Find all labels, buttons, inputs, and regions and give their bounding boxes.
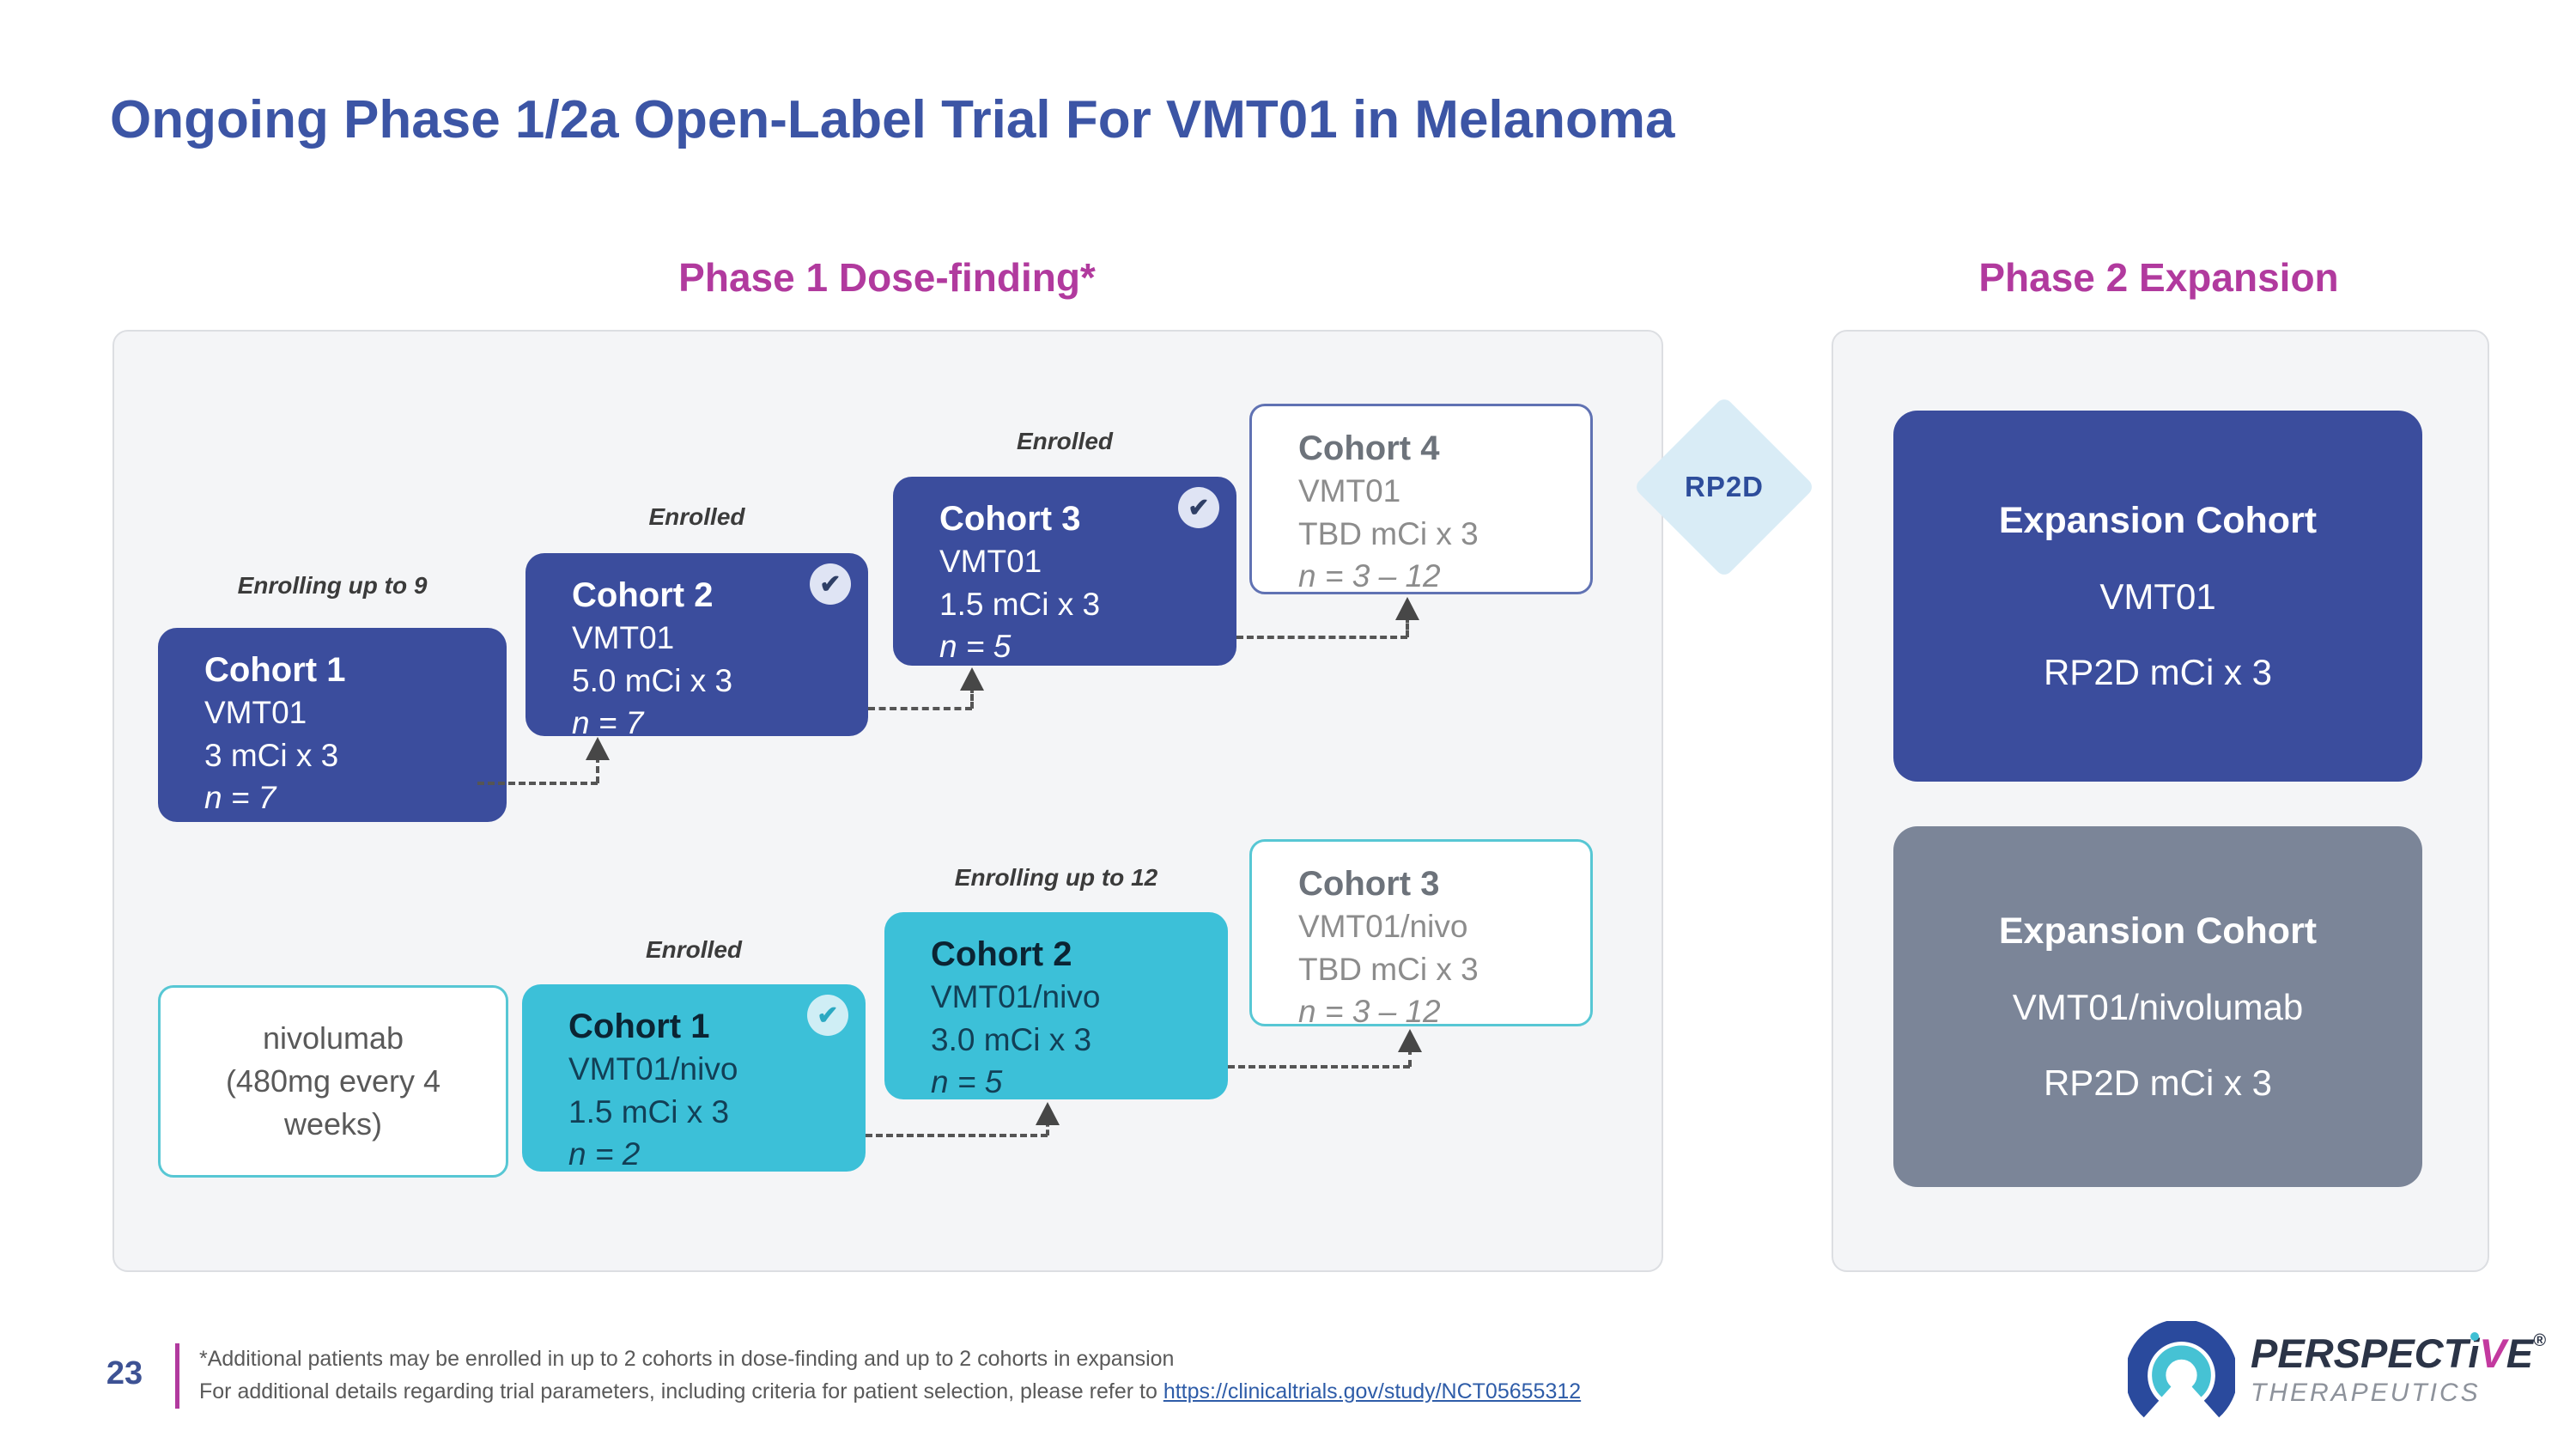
logo-arc-icon bbox=[2128, 1321, 2235, 1418]
arrow-mono-3-4-vertical bbox=[1406, 616, 1409, 637]
combo-cohort1-box: ✔ Cohort 1 VMT01/nivo 1.5 mCi x 3 n = 2 bbox=[522, 984, 866, 1172]
cohort-n: n = 5 bbox=[931, 1064, 1003, 1100]
phase2-header: Phase 2 Expansion bbox=[1978, 255, 2339, 300]
footnote-line2: For additional details regarding trial p… bbox=[199, 1379, 2002, 1404]
cohort-name: Cohort 2 bbox=[572, 576, 714, 614]
cohort-drug: VMT01/nivo bbox=[1298, 909, 1468, 944]
expansion-dose: RP2D mCi x 3 bbox=[2043, 652, 2273, 693]
footnote-line1: *Additional patients may be enrolled in … bbox=[199, 1347, 1175, 1371]
page-number: 23 bbox=[106, 1355, 143, 1391]
cohort-dose: TBD mCi x 3 bbox=[1298, 951, 1479, 987]
arrow-combo-2-3-vertical bbox=[1408, 1048, 1412, 1067]
mono-cohort1-box: Cohort 1 VMT01 3 mCi x 3 n = 7 bbox=[158, 628, 507, 822]
status-label-combo-cohort1: Enrolled bbox=[645, 936, 742, 963]
brand-subtitle: THERAPEUTICS bbox=[2251, 1379, 2481, 1407]
check-icon: ✔ bbox=[1178, 487, 1219, 528]
mono-cohort4-box: Cohort 4 VMT01 TBD mCi x 3 n = 3 – 12 bbox=[1249, 404, 1593, 594]
cohort-drug: VMT01/nivo bbox=[568, 1051, 738, 1087]
arrow-mono-2-3-vertical bbox=[970, 686, 974, 709]
check-icon: ✔ bbox=[807, 995, 848, 1036]
nivolumab-box: nivolumab (480mg every 4 weeks) bbox=[158, 985, 508, 1178]
arrow-mono-3-4-head bbox=[1395, 597, 1419, 620]
cohort-n: n = 2 bbox=[568, 1136, 641, 1172]
arrow-mono-1-2-horizontal bbox=[477, 782, 598, 785]
registered-mark: ® bbox=[2533, 1331, 2546, 1350]
cohort-name: Cohort 3 bbox=[939, 500, 1081, 538]
cohort-dose: 3.0 mCi x 3 bbox=[931, 1021, 1092, 1057]
status-label-mono-cohort3: Enrolled bbox=[1016, 428, 1113, 454]
arrow-combo-2-3-head bbox=[1398, 1029, 1422, 1052]
cohort-dose: 5.0 mCi x 3 bbox=[572, 662, 733, 698]
footer-divider bbox=[175, 1343, 179, 1409]
check-icon: ✔ bbox=[810, 563, 851, 605]
cohort-drug: VMT01 bbox=[939, 544, 1042, 579]
phase1-header: Phase 1 Dose-finding* bbox=[678, 255, 1096, 300]
cohort-name: Cohort 1 bbox=[568, 1008, 710, 1045]
expansion-title: Expansion Cohort bbox=[1998, 499, 2318, 541]
cohort-n: n = 7 bbox=[204, 780, 276, 816]
logo-wordmark: PERSPECTiVE® THERAPEUTICS bbox=[2251, 1321, 2546, 1408]
expansion-drug: VMT01 bbox=[2099, 575, 2216, 617]
arrow-mono-1-2-vertical bbox=[596, 756, 599, 783]
cohort-n: n = 3 – 12 bbox=[1298, 558, 1441, 594]
cohort-drug: VMT01/nivo bbox=[931, 979, 1101, 1014]
expansion-dose: RP2D mCi x 3 bbox=[2043, 1062, 2273, 1104]
combo-cohort2-box: Cohort 2 VMT01/nivo 3.0 mCi x 3 n = 5 bbox=[884, 912, 1228, 1099]
arrow-mono-2-3-head bbox=[960, 667, 984, 691]
expansion-title: Expansion Cohort bbox=[1998, 910, 2318, 952]
arrow-combo-1-2-vertical bbox=[1046, 1121, 1049, 1135]
arrow-combo-1-2-horizontal bbox=[866, 1134, 1048, 1137]
cohort-drug: VMT01 bbox=[204, 695, 307, 730]
cohort-dose: 1.5 mCi x 3 bbox=[939, 586, 1101, 622]
cohort-n: n = 5 bbox=[939, 629, 1012, 665]
arrow-combo-1-2-head bbox=[1036, 1102, 1060, 1125]
cohort-n: n = 3 – 12 bbox=[1298, 994, 1441, 1030]
cohort-name: Cohort 4 bbox=[1298, 429, 1440, 467]
cohort-name: Cohort 3 bbox=[1298, 865, 1440, 903]
arrow-mono-3-4-horizontal bbox=[1236, 636, 1407, 639]
page-title: Ongoing Phase 1/2a Open-Label Trial For … bbox=[110, 90, 1675, 149]
status-label-mono-cohort2: Enrolled bbox=[648, 503, 745, 530]
cohort-dose: 1.5 mCi x 3 bbox=[568, 1093, 730, 1129]
brand-letter-i: i bbox=[2468, 1330, 2480, 1376]
combo-cohort3-box: Cohort 3 VMT01/nivo TBD mCi x 3 n = 3 – … bbox=[1249, 839, 1593, 1029]
arrow-mono-2-3-horizontal bbox=[868, 707, 972, 710]
cohort-name: Cohort 2 bbox=[931, 935, 1072, 973]
arrow-mono-1-2-head bbox=[586, 737, 610, 760]
brand-letter-e: E bbox=[2506, 1330, 2534, 1376]
nivolumab-label: nivolumab (480mg every 4 weeks) bbox=[225, 1020, 441, 1142]
expansion-cohort-combo-box: Expansion Cohort VMT01/nivolumab RP2D mC… bbox=[1893, 826, 2422, 1187]
cohort-n: n = 7 bbox=[572, 705, 644, 741]
footnote-line2-text: For additional details regarding trial p… bbox=[199, 1379, 1163, 1403]
brand-name: PERSPECTiVE® bbox=[2251, 1330, 2546, 1377]
perspective-therapeutics-logo: PERSPECTiVE® THERAPEUTICS bbox=[2128, 1321, 2546, 1437]
rp2d-label: RP2D bbox=[1684, 471, 1765, 502]
brand-letter-v: V bbox=[2479, 1330, 2506, 1376]
arrow-combo-2-3-horizontal bbox=[1228, 1065, 1410, 1068]
cohort-dose: 3 mCi x 3 bbox=[204, 737, 339, 773]
status-label-combo-cohort2: Enrolling up to 12 bbox=[954, 864, 1158, 891]
expansion-cohort-vmt01-box: Expansion Cohort VMT01 RP2D mCi x 3 bbox=[1893, 411, 2422, 782]
cohort-drug: VMT01 bbox=[572, 620, 675, 655]
cohort-name: Cohort 1 bbox=[204, 651, 346, 689]
mono-cohort3-box: ✔ Cohort 3 VMT01 1.5 mCi x 3 n = 5 bbox=[893, 477, 1236, 666]
status-label-mono-cohort1: Enrolling up to 9 bbox=[237, 572, 428, 599]
cohort-drug: VMT01 bbox=[1298, 473, 1401, 508]
clinicaltrials-link[interactable]: https://clinicaltrials.gov/study/NCT0565… bbox=[1163, 1379, 1582, 1403]
mono-cohort2-box: ✔ Cohort 2 VMT01 5.0 mCi x 3 n = 7 bbox=[526, 553, 868, 740]
brand-segment: PERSPECT bbox=[2251, 1330, 2469, 1376]
expansion-drug: VMT01/nivolumab bbox=[2012, 986, 2304, 1027]
cohort-dose: TBD mCi x 3 bbox=[1298, 515, 1479, 551]
